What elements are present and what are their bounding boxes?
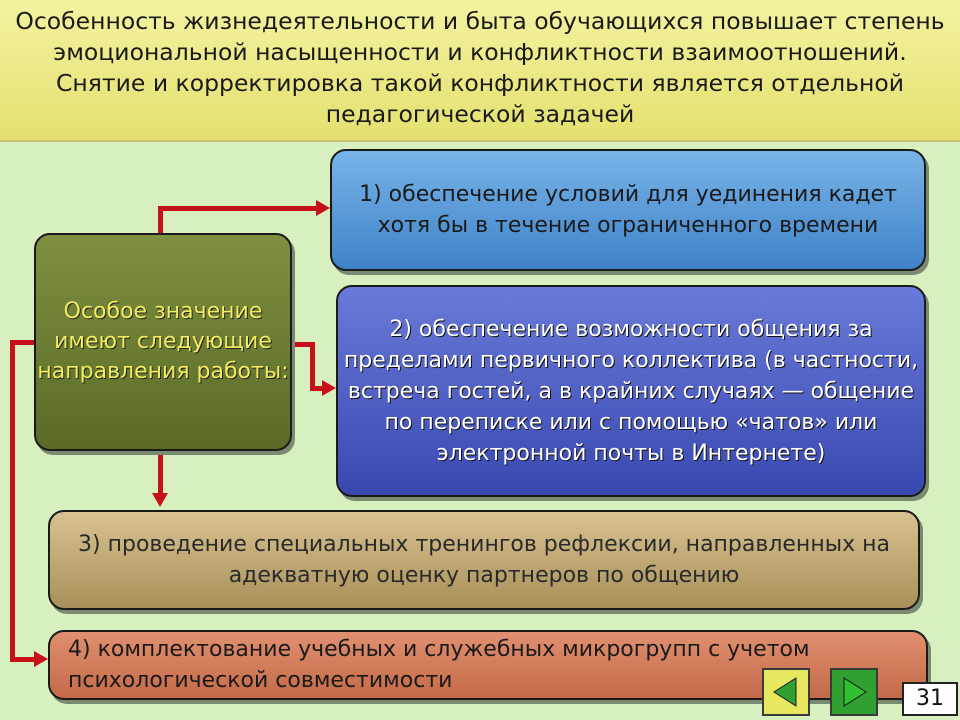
arrow-right-stub [292, 342, 314, 347]
arrowhead-1 [316, 200, 330, 216]
arrow-down-segment-3 [158, 451, 163, 495]
item-box-3: 3) проведение специальных тренингов рефл… [48, 510, 920, 610]
center-box: Особое значение имеют следующие направле… [34, 233, 292, 451]
header-text: Особенность жизнедеятельности и быта обу… [15, 7, 945, 128]
item-box-2: 2) обеспечение возможности общения за пр… [336, 285, 926, 497]
arrow-right-segment-1 [158, 206, 318, 211]
arrowhead-4 [34, 651, 48, 667]
arrowhead-2 [322, 380, 336, 396]
triangle-right-icon [843, 677, 867, 707]
item-box-1: 1) обеспечение условий для уединения кад… [330, 149, 926, 271]
item-box-2-text: 2) обеспечение возможности общения за пр… [343, 316, 919, 466]
arrow-right-segment-2 [310, 386, 324, 391]
prev-slide-button[interactable] [762, 668, 810, 716]
next-slide-button[interactable] [830, 668, 878, 716]
arrow-down-segment [310, 342, 315, 390]
item-box-4-text: 4) комплектование учебных и служебных ми… [68, 637, 810, 693]
header-banner: Особенность жизнедеятельности и быта обу… [0, 0, 960, 142]
triangle-left-icon [773, 677, 797, 707]
arrow-left-stub [10, 340, 36, 345]
arrow-left-vertical [10, 340, 15, 662]
arrow-right-segment-4 [10, 657, 36, 662]
arrowhead-3 [152, 493, 168, 507]
item-box-3-text: 3) проведение специальных тренингов рефл… [78, 532, 890, 588]
center-box-text: Особое значение имеют следующие направле… [37, 299, 289, 384]
arrow-up-segment [158, 206, 163, 234]
page-number: 31 [902, 682, 958, 716]
item-box-1-text: 1) обеспечение условий для уединения кад… [359, 182, 897, 238]
